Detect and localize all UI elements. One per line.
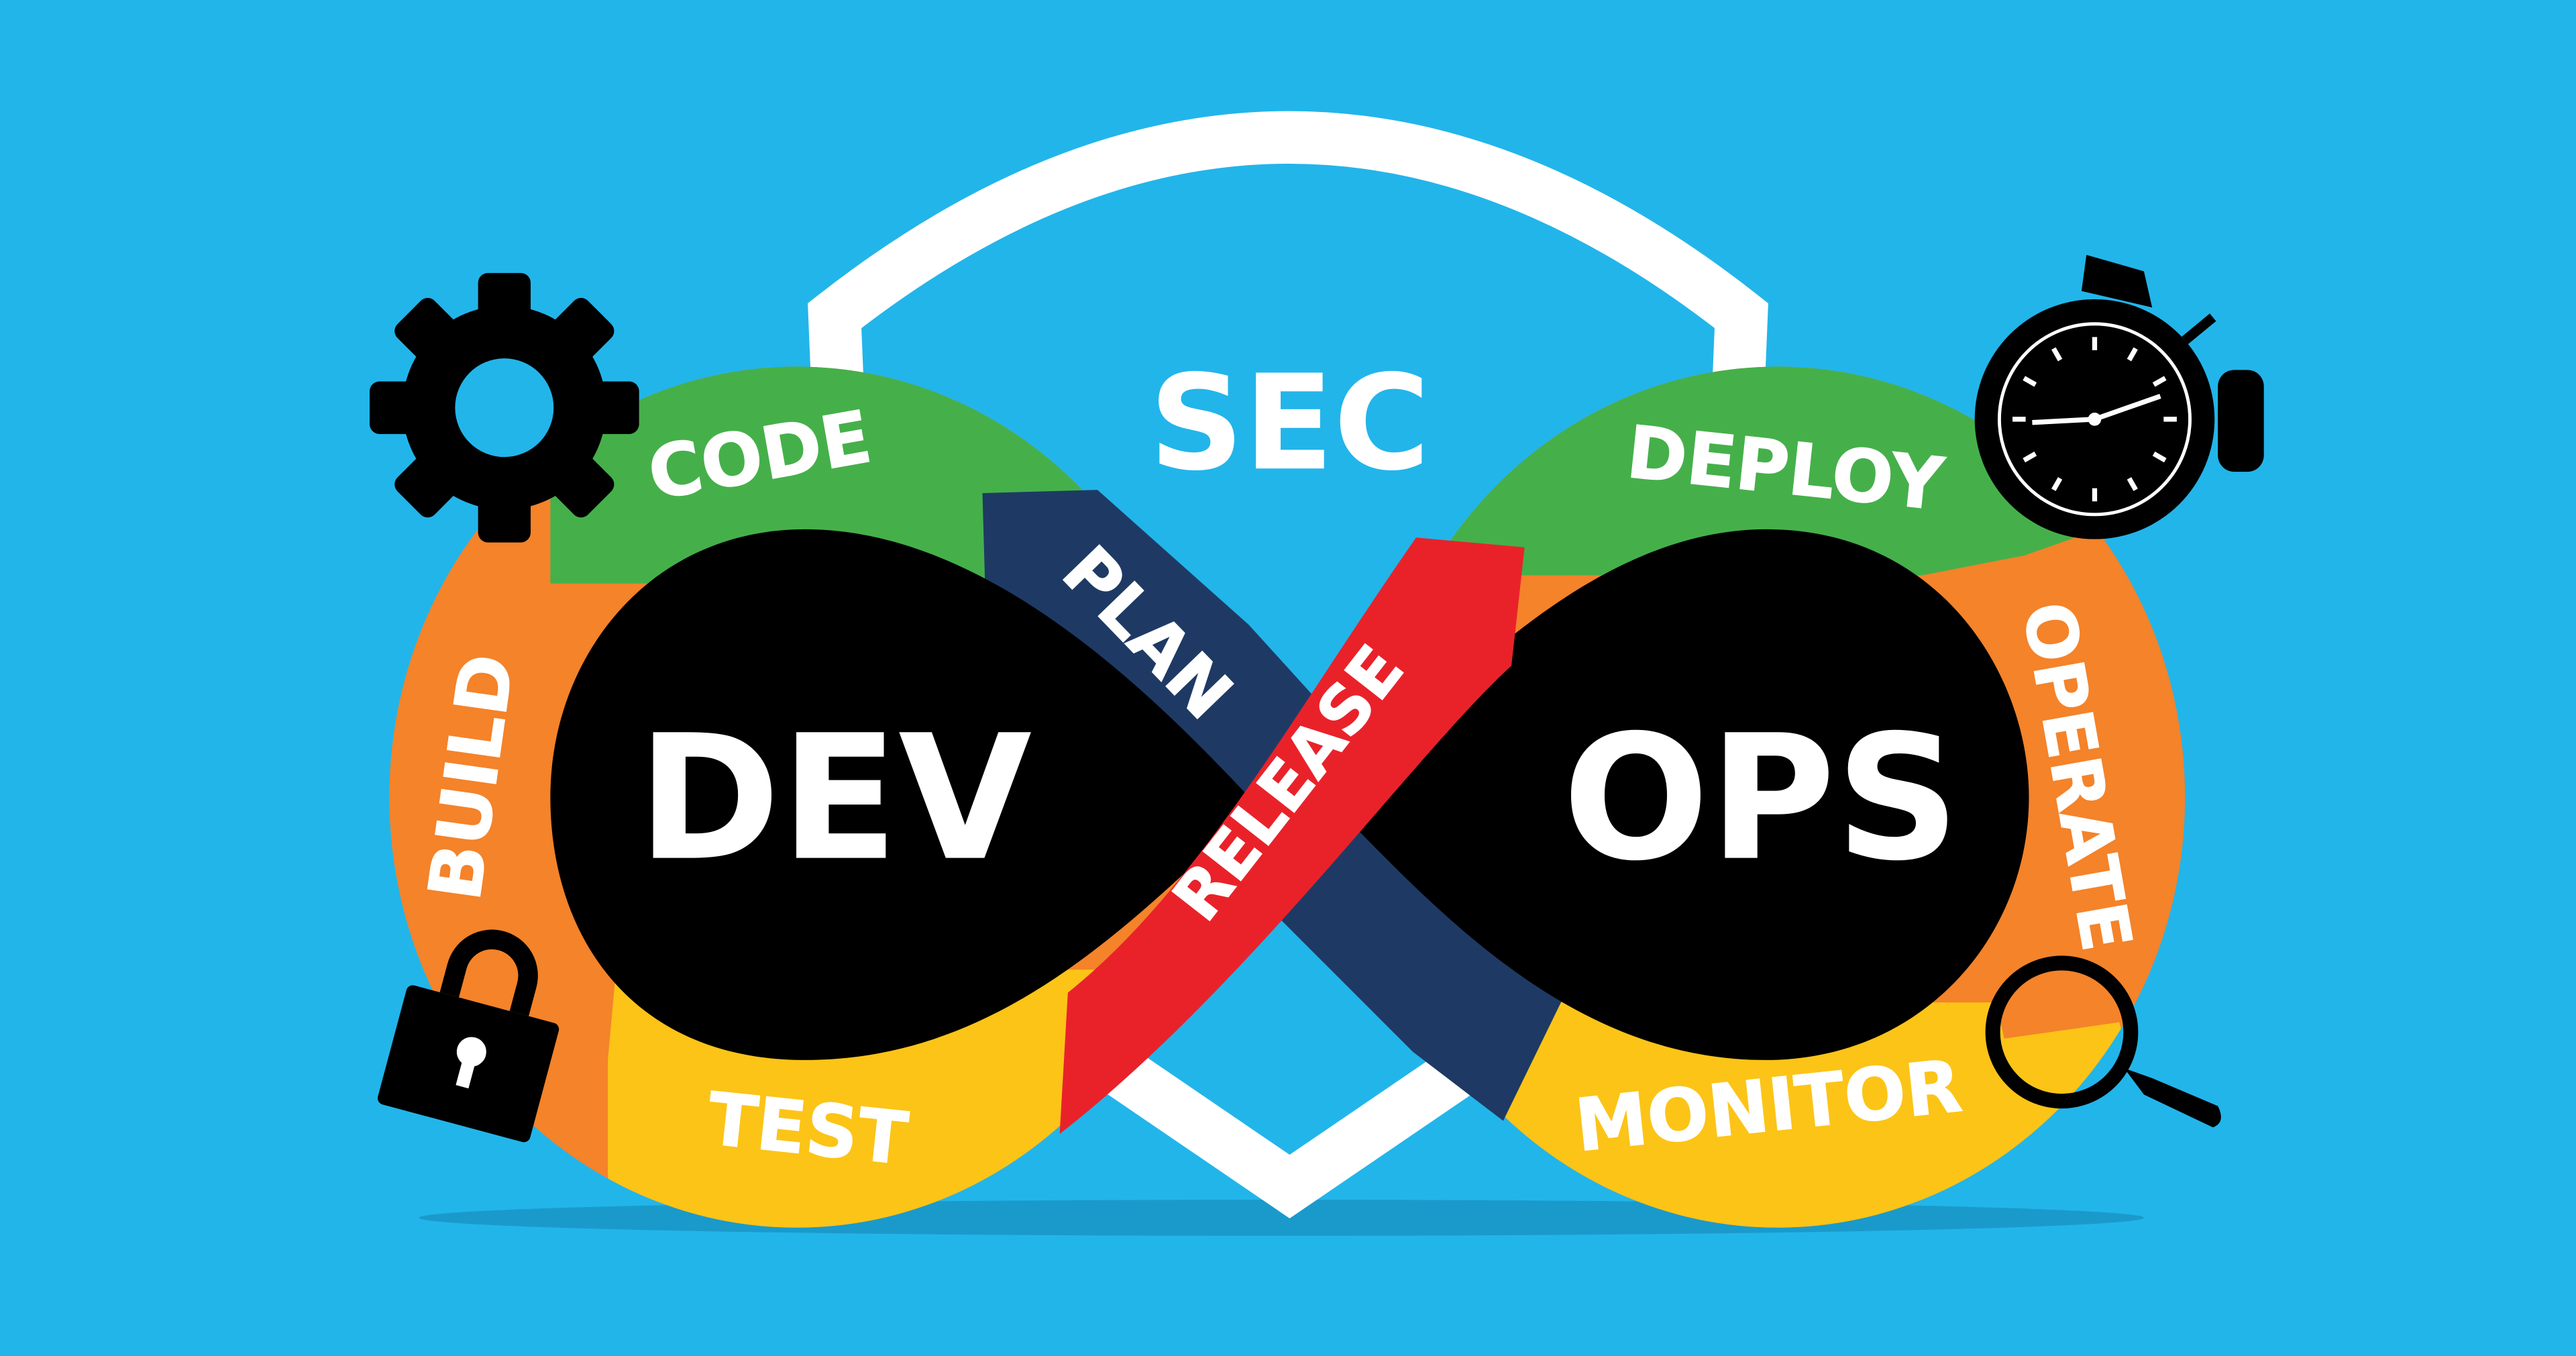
ops-label: OPS [1562,698,1960,899]
magnifier-icon [1985,955,2221,1128]
dev-loop [550,529,1257,1060]
gear-icon [370,272,639,543]
shield-icon [808,111,1768,1218]
stopwatch-icon [1974,254,2264,539]
release-band [1059,537,1525,1135]
lock-icon [377,929,559,1143]
dev-label: DEV [637,698,1033,899]
sec-label: SEC [1149,347,1430,500]
